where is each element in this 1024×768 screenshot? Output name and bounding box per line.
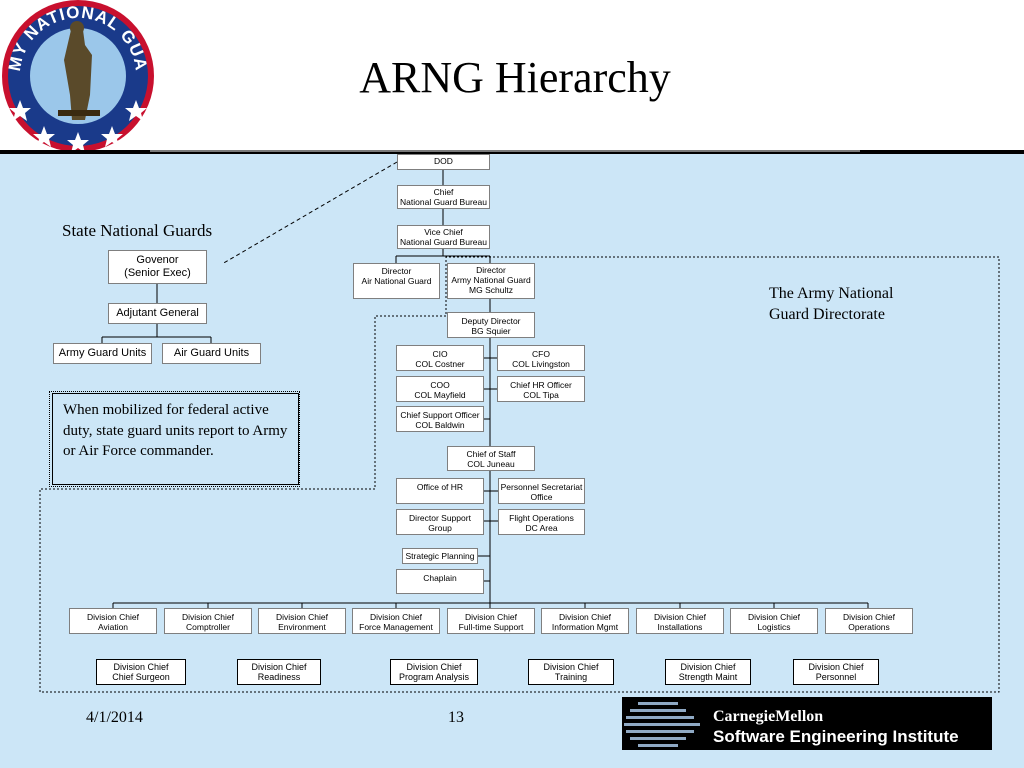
sei-stripes-icon	[624, 702, 700, 747]
footer-date: 4/1/2014	[86, 709, 143, 726]
cfo-box: CFO COL Livingston	[497, 345, 585, 371]
page-number: 13	[448, 709, 464, 726]
page-title: ARNG Hierarchy	[359, 53, 671, 102]
chief-of-staff-box: Chief of Staff COL Juneau	[447, 446, 535, 471]
army-guard-units-box: Army Guard Units	[53, 343, 152, 364]
title-rule-gray	[150, 150, 860, 152]
strategic-planning-box: Strategic Planning	[402, 548, 478, 564]
division-chief-operations: Division Chief Operations	[825, 608, 913, 634]
governor-box: Govenor (Senior Exec)	[108, 250, 207, 284]
title-rule	[0, 150, 1024, 154]
division-chief-installations: Division Chief Installations	[636, 608, 724, 634]
chief-hr-officer-box: Chief HR Officer COL Tipa	[497, 376, 585, 402]
deputy-director-box: Deputy Director BG Squier	[447, 312, 535, 338]
chief-support-officer-box: Chief Support Officer COL Baldwin	[396, 406, 484, 432]
director-support-group-box: Director Support Group	[396, 509, 484, 535]
cmu-name: CarnegieMellon	[713, 708, 824, 725]
note-frame	[49, 391, 300, 487]
state-heading: State National Guards	[62, 221, 213, 240]
dod-box: DOD	[397, 154, 490, 170]
division-chief-chief-surgeon: Division Chief Chief Surgeon	[96, 659, 186, 685]
vice-chief-ngb-box: Vice Chief National Guard Bureau	[397, 225, 490, 249]
division-chief-personnel: Division Chief Personnel	[793, 659, 879, 685]
adjutant-general-box: Adjutant General	[108, 303, 207, 324]
chaplain-box: Chaplain	[396, 569, 484, 594]
division-chief-force-management: Division Chief Force Management	[352, 608, 440, 634]
personnel-secretariat-box: Personnel Secretariat Office	[498, 478, 585, 504]
division-chief-information-mgmt: Division Chief Information Mgmt	[541, 608, 629, 634]
chief-ngb-box: Chief National Guard Bureau	[397, 185, 490, 209]
army-national-guard-logo: ARMY NATIONAL GUARD	[0, 0, 154, 153]
division-chief-strength-maint: Division Chief Strength Maint	[665, 659, 751, 685]
division-chief-comptroller: Division Chief Comptroller	[164, 608, 252, 634]
division-chief-program-analysis: Division Chief Program Analysis	[390, 659, 478, 685]
director-army-guard-box: Director Army National Guard MG Schultz	[447, 263, 535, 299]
mobilization-note: When mobilized for federal active duty, …	[52, 393, 299, 485]
division-chief-aviation: Division Chief Aviation	[69, 608, 157, 634]
sei-name: Software Engineering Institute	[713, 727, 959, 746]
division-chief-readiness: Division Chief Readiness	[237, 659, 321, 685]
division-chief-training: Division Chief Training	[528, 659, 614, 685]
office-of-hr-box: Office of HR	[396, 478, 484, 504]
air-guard-units-box: Air Guard Units	[162, 343, 261, 364]
division-chief-full-time-support: Division Chief Full-time Support	[447, 608, 535, 634]
coo-box: COO COL Mayfield	[396, 376, 484, 402]
directorate-heading: The Army National Guard Directorate	[769, 285, 894, 323]
header-area	[0, 0, 1024, 152]
division-chief-environment: Division Chief Environment	[258, 608, 346, 634]
director-air-guard-box: Director Air National Guard	[353, 263, 440, 299]
division-chief-logistics: Division Chief Logistics	[730, 608, 818, 634]
flight-operations-box: Flight Operations DC Area	[498, 509, 585, 535]
cio-box: CIO COL Costner	[396, 345, 484, 371]
